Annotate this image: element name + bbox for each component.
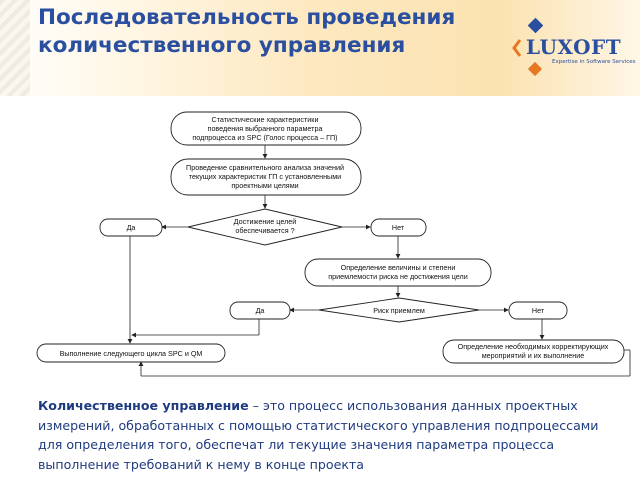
flow-risk-evaluation: Определение величины и степени приемлемо… — [304, 258, 492, 287]
definition-text: Количественное управление – это процесс … — [38, 396, 608, 474]
logo-text: LUXOFT — [526, 35, 622, 59]
no2-label: Нет — [532, 306, 545, 315]
start-line-3: подпроцесса из SPC (Голос процесса – ГП) — [192, 133, 337, 142]
yes1-label: Да — [127, 223, 136, 232]
corrective-line-2: мероприятий и их выполнение — [482, 351, 585, 360]
flow-corrective-actions: Определение необходимых корректирующих м… — [442, 339, 625, 364]
decision1-line-2: обеспечивается ? — [235, 226, 294, 235]
flow-start-terminal: Статистические характеристики поведения … — [170, 111, 362, 146]
flow-no1: Нет — [370, 218, 427, 237]
yes2-label: Да — [256, 306, 265, 315]
flow-compare-step: Проведение сравнительного анализа значен… — [170, 158, 362, 196]
no1-label: Нет — [392, 223, 405, 232]
flow-decision-goals: Достижение целей обеспечивается ? — [187, 208, 343, 246]
start-line-1: Статистические характеристики — [212, 115, 319, 124]
start-line-2: поведения выбранного параметра — [208, 124, 323, 133]
definition-term: Количественное управление — [38, 398, 249, 413]
decision2-label: Риск приемлем — [373, 306, 425, 315]
header-stripes — [0, 0, 30, 96]
risk-line-2: приемлемости риска не достижения цели — [328, 272, 468, 281]
flow-connectors — [127, 145, 631, 377]
flow-no2: Нет — [508, 301, 568, 320]
logo-tagline: Expertise in Software Services — [552, 59, 636, 65]
compare-line-2: текущих характеристик ГП с установленным… — [189, 172, 341, 181]
header-banner: Последовательность проведения количестве… — [0, 0, 640, 96]
decision1-line-1: Достижение целей — [234, 217, 297, 226]
flow-yes1: Да — [99, 218, 163, 237]
risk-line-1: Определение величины и степени — [341, 263, 456, 272]
flowchart: Статистические характеристики поведения … — [36, 111, 631, 377]
flow-decision-risk: Риск приемлем — [318, 297, 480, 323]
compare-line-1: Проведение сравнительного анализа значен… — [186, 163, 344, 172]
flow-yes2: Да — [229, 301, 291, 320]
page-title: Последовательность проведения количестве… — [38, 5, 456, 58]
compare-line-3: проектными целями — [231, 181, 298, 190]
flow-next-cycle: Выполнение следующего цикла SPC и QM — [36, 343, 226, 363]
logo-mark-icon — [512, 18, 544, 77]
next-cycle-label: Выполнение следующего цикла SPC и QM — [60, 349, 203, 358]
luxoft-logo: LUXOFT Expertise in Software Services — [512, 18, 636, 78]
corrective-line-1: Определение необходимых корректирующих — [458, 342, 609, 351]
definition-body: – это процесс использования данных проек… — [38, 398, 599, 472]
